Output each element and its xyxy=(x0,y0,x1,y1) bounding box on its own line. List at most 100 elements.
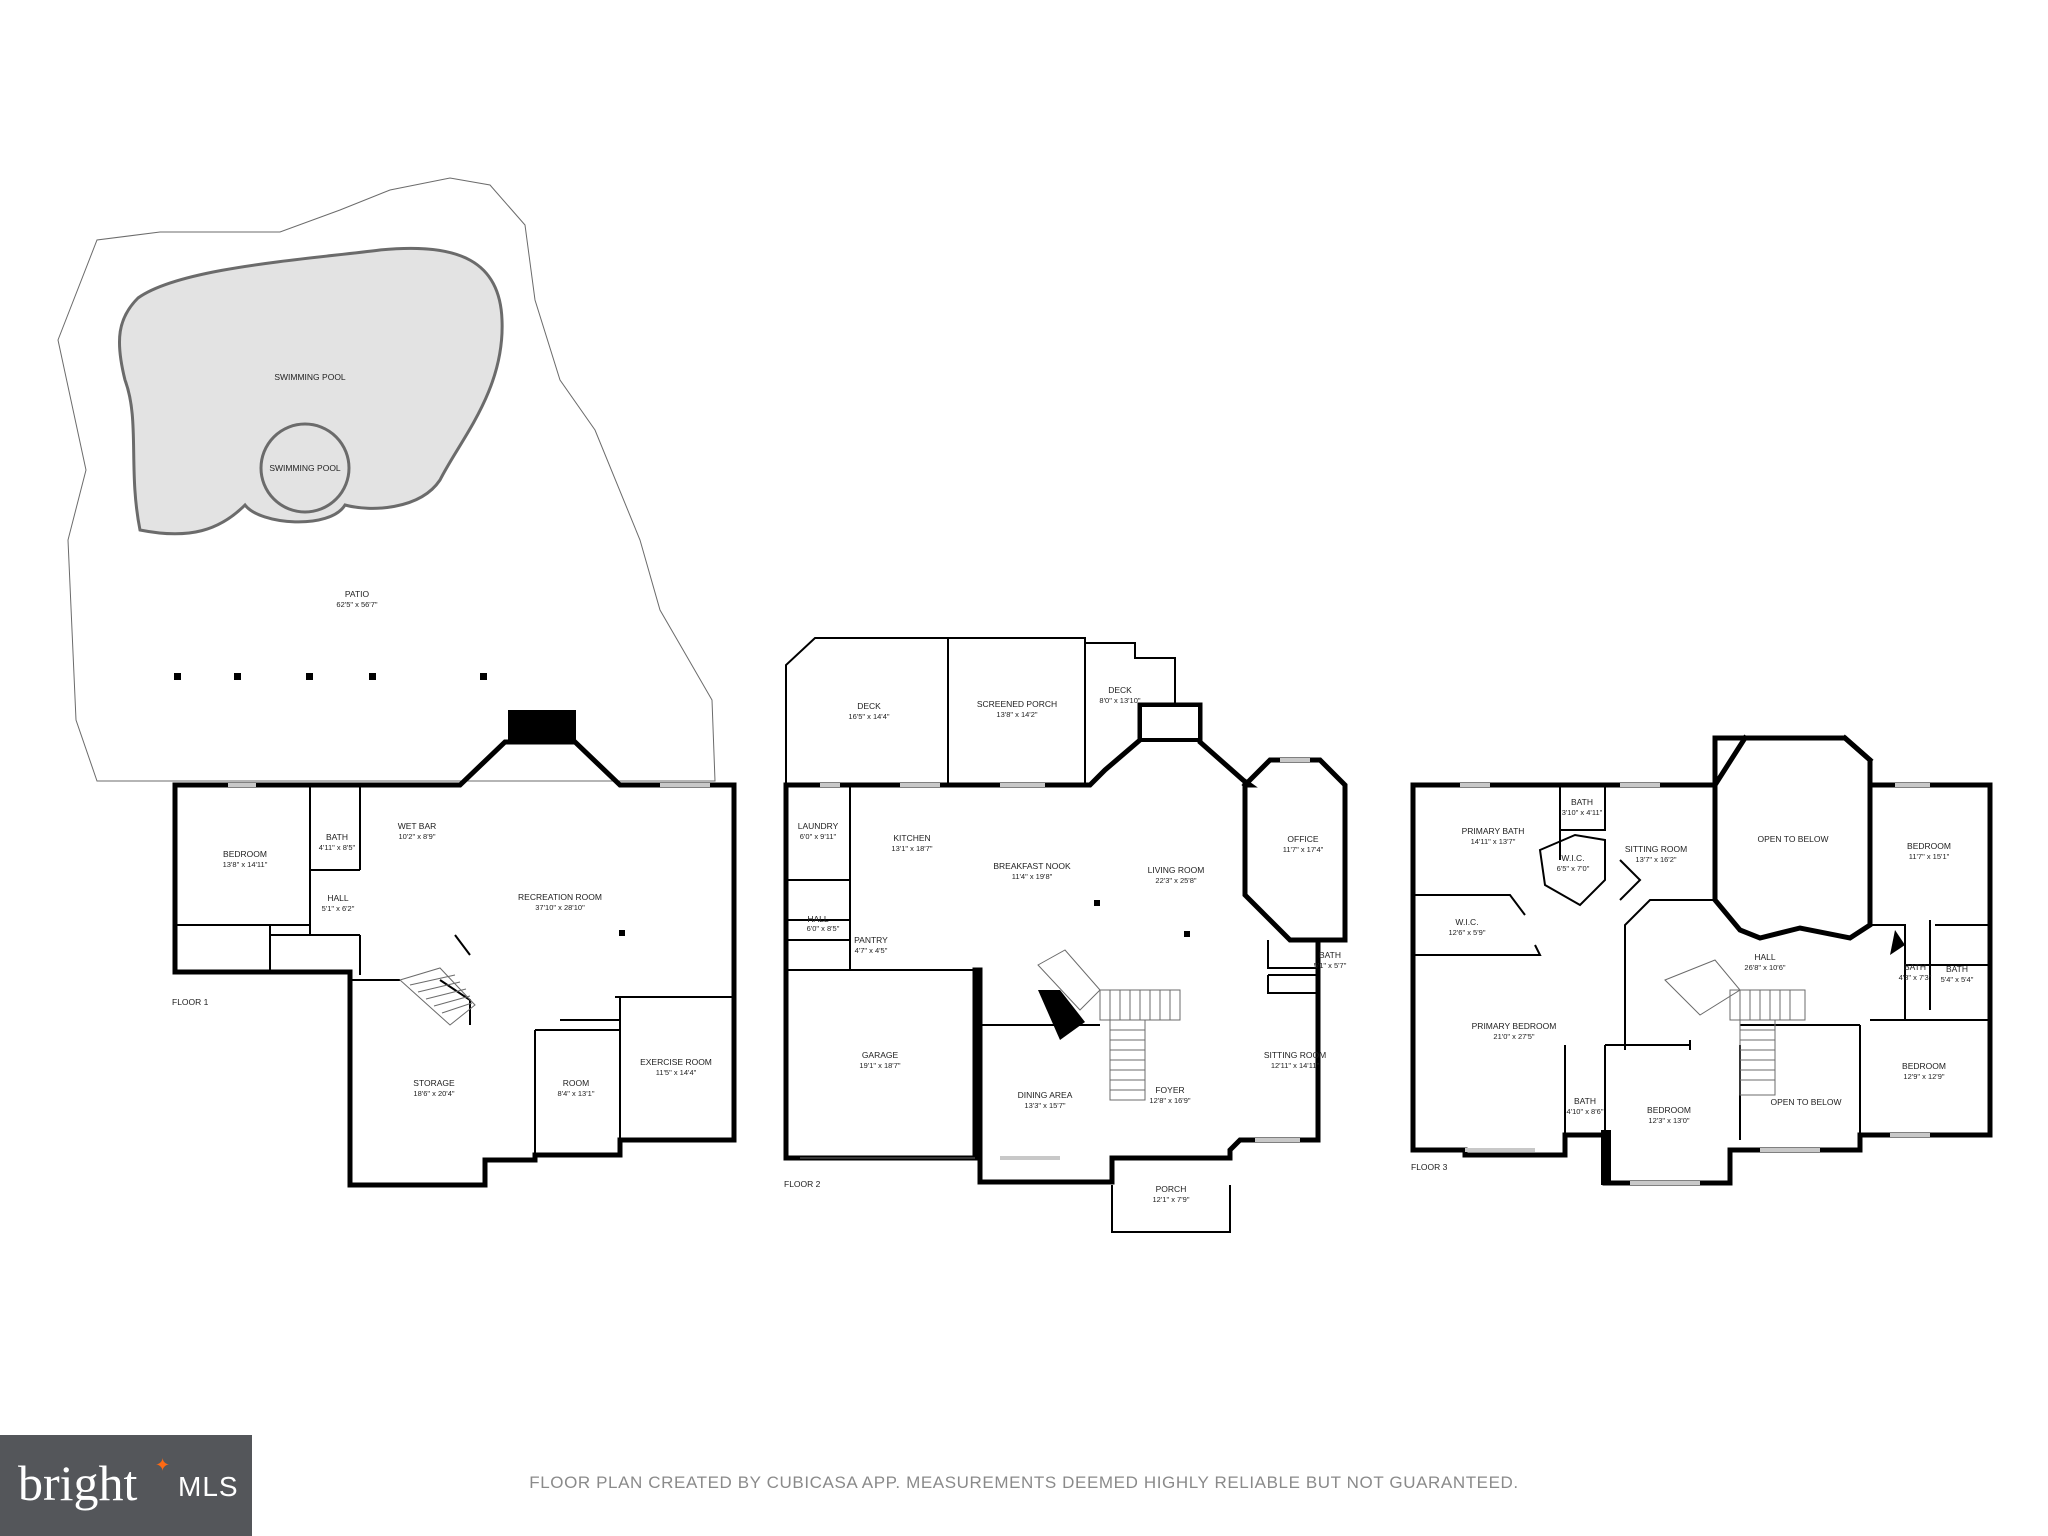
room-dimension: 22'3" x 25'8" xyxy=(1155,876,1196,885)
fireplace xyxy=(1138,703,1202,742)
logo-wordmark: bright xyxy=(18,1455,138,1511)
bright-mls-logo: bright ✦ MLS xyxy=(0,1435,252,1536)
floor-2-plan: DECK 16'5" x 14'4" SCREENED PORCH 13'8" … xyxy=(783,637,1348,1233)
room-dimension: 37'10" x 28'10" xyxy=(535,903,585,912)
room-dimension: 26'8" x 10'6" xyxy=(1744,963,1785,972)
room-dimension: 13'8" x 14'11" xyxy=(223,860,268,869)
pool-small xyxy=(259,422,351,514)
room-name: SWIMMING POOL xyxy=(274,372,346,382)
room-name: W.I.C. xyxy=(1561,853,1584,863)
room-name: DECK xyxy=(857,701,881,711)
room-dimension: 12'11" x 14'11" xyxy=(1271,1061,1320,1070)
room-name: RECREATION ROOM xyxy=(518,892,602,902)
room-dimension: 8'4" x 13'1" xyxy=(558,1089,595,1098)
room-name: PORCH xyxy=(1156,1184,1187,1194)
room-name: DECK xyxy=(1108,685,1132,695)
floor-2-stairs xyxy=(1037,949,1181,1101)
screened-porch-outline xyxy=(948,637,1086,785)
room-dimension: 5'1" x 5'7" xyxy=(1314,961,1347,970)
room-dimension: 12'3" x 13'0" xyxy=(1648,1116,1689,1125)
open-to-below-walls xyxy=(1711,734,1874,941)
floor-1-exterior-walls xyxy=(172,739,737,1188)
room-name: ROOM xyxy=(563,1078,589,1088)
room-dimension: 11'5" x 14'4" xyxy=(656,1068,697,1077)
room-name: W.I.C. xyxy=(1455,917,1478,927)
wic-hexagon xyxy=(1538,833,1606,907)
room-name: GARAGE xyxy=(862,1050,899,1060)
column-post xyxy=(1184,931,1190,937)
room-dimension: 12'6" x 5'9" xyxy=(1449,928,1486,937)
column-post xyxy=(480,673,487,680)
room-name: LAUNDRY xyxy=(798,821,839,831)
floor-label: FLOOR 1 xyxy=(172,997,209,1007)
room-dimension: 5'1" x 6'2" xyxy=(322,904,355,913)
porch-outline xyxy=(1111,1185,1231,1233)
room-name: OPEN TO BELOW xyxy=(1757,834,1828,844)
deck-left-outline xyxy=(785,637,949,785)
room-name: LIVING ROOM xyxy=(1148,865,1205,875)
room-name: BEDROOM xyxy=(223,849,267,859)
room-dimension: 16'5" x 14'4" xyxy=(848,712,889,721)
room-dimension: 11'7" x 17'4" xyxy=(1283,845,1324,854)
room-name: HALL xyxy=(1754,952,1776,962)
office-walls xyxy=(1241,757,1348,943)
room-dimension: 10'2" x 8'9" xyxy=(399,832,436,841)
room-name: KITCHEN xyxy=(893,833,930,843)
room-name: BATH xyxy=(326,832,348,842)
pool-large xyxy=(117,246,504,536)
floor-3-interior-walls xyxy=(1413,785,1990,1140)
room-name: WET BAR xyxy=(398,821,437,831)
logo-star-icon: ✦ xyxy=(155,1455,171,1475)
room-name: BEDROOM xyxy=(1902,1061,1946,1071)
room-dimension: 4'7" x 4'5" xyxy=(855,946,888,955)
logo-suffix: MLS xyxy=(178,1471,239,1502)
room-dimension: 6'0" x 9'11" xyxy=(800,832,837,841)
room-dimension: 13'1" x 18'7" xyxy=(891,844,932,853)
room-name: PRIMARY BATH xyxy=(1462,826,1525,836)
column-post xyxy=(619,930,625,936)
room-name: HALL xyxy=(327,893,349,903)
room-name: PANTRY xyxy=(854,935,888,945)
room-dimension: 4'11" x 8'5" xyxy=(319,843,356,852)
room-name: SWIMMING POOL xyxy=(269,463,341,473)
room-dimension: 12'8" x 16'9" xyxy=(1149,1096,1190,1105)
room-dimension: 19'1" x 18'7" xyxy=(859,1061,900,1070)
floor-label: FLOOR 3 xyxy=(1411,1162,1448,1172)
room-dimension: 13'8" x 14'2" xyxy=(996,710,1037,719)
room-name: SCREENED PORCH xyxy=(977,699,1057,709)
room-name: STORAGE xyxy=(413,1078,455,1088)
room-name: PATIO xyxy=(345,589,370,599)
room-dimension: 3'10" x 4'11" xyxy=(1562,808,1603,817)
room-name: BATH xyxy=(1904,962,1926,972)
room-name: OPEN TO BELOW xyxy=(1770,1097,1841,1107)
column-post xyxy=(174,673,181,680)
room-name: BATH xyxy=(1319,950,1341,960)
column-post xyxy=(369,673,376,680)
deck-right-outline xyxy=(1085,642,1176,710)
wall-block xyxy=(1601,1130,1611,1185)
room-name: BATH xyxy=(1574,1096,1596,1106)
room-dimension: 12'1" x 7'9" xyxy=(1153,1195,1190,1204)
column-post xyxy=(1094,900,1100,906)
patio-outline xyxy=(57,177,716,782)
room-dimension: 12'9" x 12'9" xyxy=(1903,1072,1944,1081)
floor-3-plan: PRIMARY BATH 14'11" x 13'7" BATH 3'10" x… xyxy=(1410,734,1993,1186)
room-name: SITTING ROOM xyxy=(1625,844,1687,854)
room-name: BREAKFAST NOOK xyxy=(993,861,1071,871)
room-dimension: 11'4" x 19'8" xyxy=(1012,872,1053,881)
room-name: FOYER xyxy=(1155,1085,1184,1095)
room-dimension: 5'4" x 5'4" xyxy=(1941,975,1974,984)
room-name: EXERCISE ROOM xyxy=(640,1057,712,1067)
room-dimension: 21'0" x 27'5" xyxy=(1493,1032,1534,1041)
room-dimension: 62'5" x 56'7" xyxy=(336,600,377,609)
floor-1-stairs xyxy=(399,967,476,1026)
room-name: PRIMARY BEDROOM xyxy=(1472,1021,1557,1031)
room-dimension: 4'10" x 8'6" xyxy=(1567,1107,1604,1116)
column-post xyxy=(306,673,313,680)
room-name: BEDROOM xyxy=(1647,1105,1691,1115)
floor-1-plan: BEDROOM 13'8" x 14'11" BATH 4'11" x 8'5"… xyxy=(172,710,737,1188)
column-post xyxy=(234,673,241,680)
room-dimension: 6'5" x 7'0" xyxy=(1557,864,1590,873)
room-name: OFFICE xyxy=(1287,834,1318,844)
